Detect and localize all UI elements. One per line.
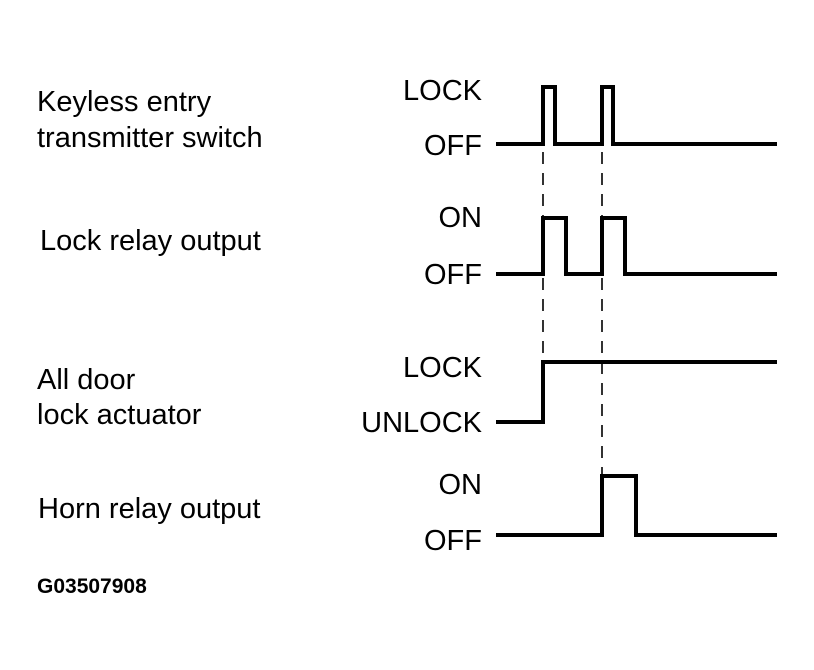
high-state-label: ON xyxy=(439,202,483,234)
low-state-label: OFF xyxy=(424,525,482,557)
signal-label-line: All door xyxy=(37,364,136,396)
waveform xyxy=(496,216,777,276)
signal-label-line: transmitter switch xyxy=(37,122,263,154)
signal-label-line: Lock relay output xyxy=(40,225,261,257)
signal-horn-relay-output: Horn relay output ON OFF xyxy=(38,469,777,557)
high-state-label: LOCK xyxy=(403,75,483,107)
signal-label-line: Keyless entry xyxy=(37,86,212,118)
low-state-label: OFF xyxy=(424,130,482,162)
signal-keyless-entry-transmitter-switch: Keyless entry transmitter switch LOCK OF… xyxy=(37,75,777,162)
signal-label-line: lock actuator xyxy=(37,399,202,431)
figure-code: G03507908 xyxy=(37,575,147,598)
high-state-label: LOCK xyxy=(403,352,483,384)
signal-all-door-lock-actuator: All door lock actuator LOCK UNLOCK xyxy=(37,352,777,439)
waveform xyxy=(496,474,777,537)
high-state-label: ON xyxy=(439,469,483,501)
waveform xyxy=(496,85,777,146)
low-state-label: OFF xyxy=(424,259,482,291)
signal-label-line: Horn relay output xyxy=(38,493,260,525)
low-state-label: UNLOCK xyxy=(361,407,483,439)
waveform xyxy=(496,360,777,424)
signal-lock-relay-output: Lock relay output ON OFF xyxy=(40,202,777,291)
